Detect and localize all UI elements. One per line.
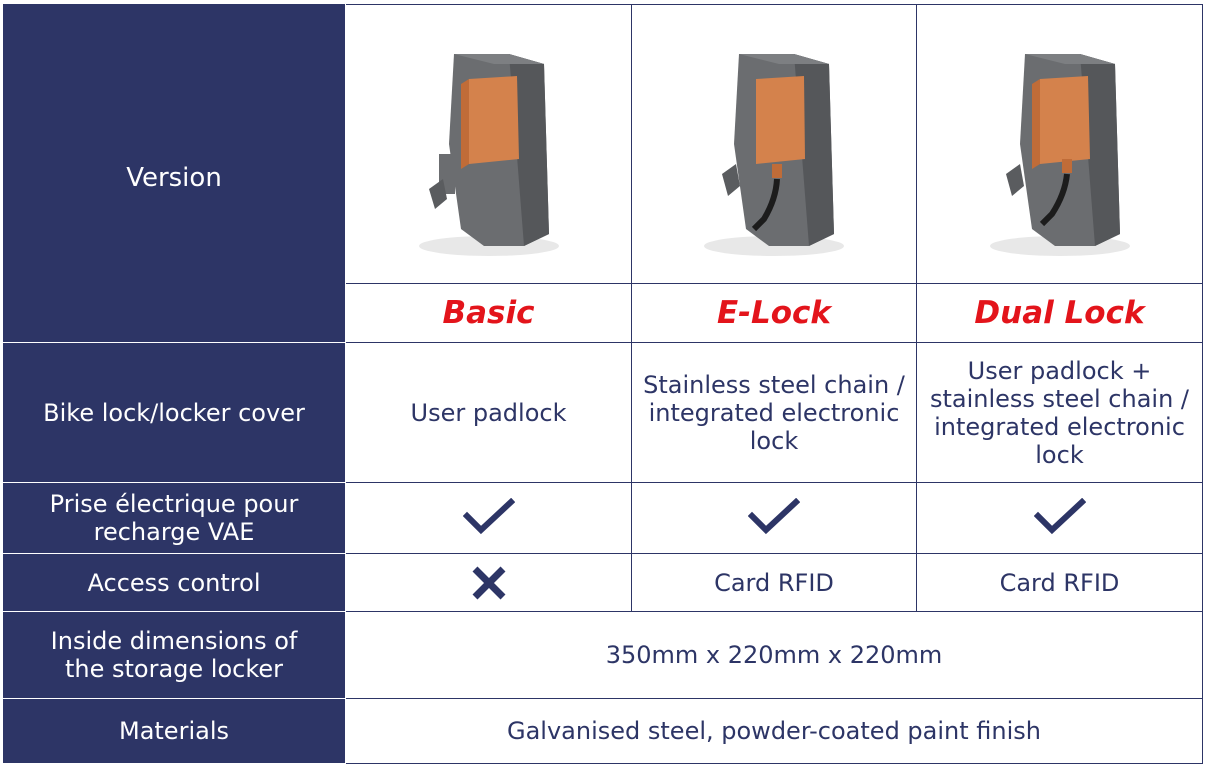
check-icon xyxy=(462,498,515,535)
comparison-table: Version xyxy=(3,4,1203,764)
locker-basic-image xyxy=(346,4,632,284)
row-label-dimensions: Inside dimensions of the storage locker xyxy=(3,612,346,699)
cell-value: User padlock + stainless steel chain / i… xyxy=(929,356,1190,469)
product-name: Dual Lock xyxy=(974,295,1145,331)
bike-lock-elock: Stainless steel chain / integrated elect… xyxy=(632,343,917,483)
product-name-elock: E-Lock xyxy=(632,284,917,343)
row-label: Access control xyxy=(87,568,261,597)
product-name: Basic xyxy=(442,295,535,331)
locker-elock-illustration xyxy=(704,54,844,256)
access-duallock: Card RFID xyxy=(917,554,1203,612)
check-icon xyxy=(1033,498,1086,535)
product-name-duallock: Dual Lock xyxy=(917,284,1203,343)
cell-value: User padlock xyxy=(410,398,567,427)
materials-value: Galvanised steel, powder-coated paint fi… xyxy=(346,699,1203,764)
cell-value: Stainless steel chain / integrated elect… xyxy=(643,370,905,455)
locker-basic-illustration xyxy=(418,54,559,256)
row-label-charging: Prise électrique pour recharge VAE xyxy=(3,483,346,554)
row-label: Bike lock/locker cover xyxy=(43,398,305,427)
bike-lock-basic: User padlock xyxy=(346,343,632,483)
cross-icon xyxy=(472,566,505,599)
cell-value: Galvanised steel, powder-coated paint fi… xyxy=(507,717,1041,745)
check-icon xyxy=(748,498,800,535)
cell-value: Card RFID xyxy=(999,568,1120,597)
product-name: E-Lock xyxy=(716,295,832,331)
cell-value: Card RFID xyxy=(714,568,834,597)
dimensions-value: 350mm x 220mm x 220mm xyxy=(346,612,1203,699)
row-label: Prise électrique pour recharge VAE xyxy=(49,490,299,546)
charging-elock xyxy=(632,483,917,554)
charging-duallock xyxy=(917,483,1203,554)
row-label-bike-lock: Bike lock/locker cover xyxy=(3,343,346,483)
row-label: Inside dimensions of the storage locker xyxy=(50,627,298,683)
version-label: Version xyxy=(126,163,222,193)
row-label-materials: Materials xyxy=(3,699,346,764)
bike-lock-duallock: User padlock + stainless steel chain / i… xyxy=(917,343,1203,483)
product-name-basic: Basic xyxy=(346,284,632,343)
charging-basic xyxy=(346,483,632,554)
access-basic xyxy=(346,554,632,612)
cell-value: 350mm x 220mm x 220mm xyxy=(605,641,943,669)
locker-elock-image xyxy=(632,4,917,284)
row-label-access: Access control xyxy=(3,554,346,612)
locker-duallock-illustration xyxy=(989,54,1130,256)
row-label: Materials xyxy=(118,717,229,745)
access-elock: Card RFID xyxy=(632,554,917,612)
version-header: Version xyxy=(3,4,346,343)
locker-duallock-image xyxy=(917,4,1203,284)
